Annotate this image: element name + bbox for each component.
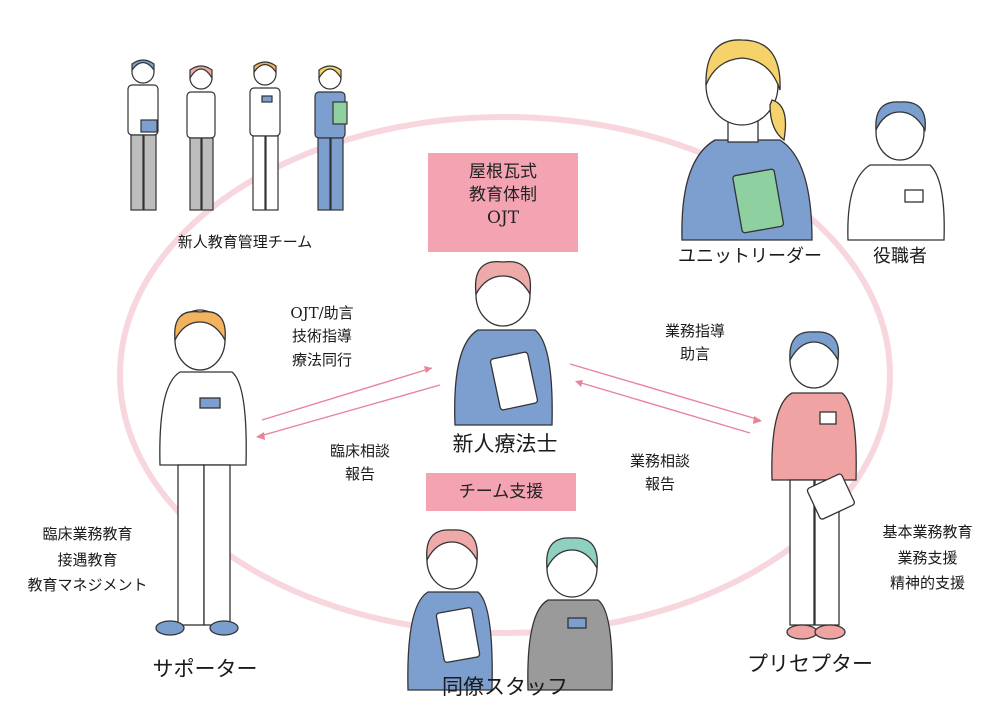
arrow-preceptor-to-center: [575, 380, 751, 434]
supporter-figure: [155, 309, 247, 636]
manager-figure-2: [186, 65, 216, 211]
arrow-center-to-preceptor: [569, 363, 762, 424]
manager-figure-1: [127, 59, 159, 211]
arrow-label-right-up: 業務指導 助言: [635, 320, 755, 367]
preceptor-figure: [771, 331, 857, 640]
arrow-label-left-down-1: 臨床相談: [329, 442, 390, 460]
unit-leader-label: ユニットリーダー: [678, 246, 822, 267]
management-team-label: 新人教育管理チーム: [177, 233, 313, 251]
new-therapist-label: 新人療法士: [452, 432, 558, 456]
arrow-supporter-to-center: [256, 384, 441, 440]
education-system-line-3: OJT: [486, 207, 520, 228]
new-therapist-figure: [454, 260, 553, 426]
colleague-figure-2: [527, 537, 613, 691]
arrow-label-left-up-3: 療法同行: [291, 350, 352, 369]
arrow-center-to-supporter: [261, 366, 433, 421]
arrow-label-left-down-2: 報告: [344, 465, 375, 484]
team-support-box: チーム支援: [426, 473, 576, 511]
supporter-role-1: 臨床業務教育: [42, 525, 133, 543]
arrow-label-left-up-2: 技術指導: [291, 327, 352, 346]
education-system-line-2: 教育体制: [469, 184, 537, 205]
supporter-role-3: 教育マネジメント: [27, 576, 148, 594]
preceptor-label: プリセプター: [747, 652, 873, 676]
education-system-box: 屋根瓦式 教育体制 OJT: [428, 153, 578, 252]
arrow-label-right-up-2: 助言: [679, 345, 710, 364]
unit-leader-figure: [681, 39, 813, 241]
team-ellipse: [117, 114, 893, 636]
arrow-label-left-up-1: OJT/助言: [290, 304, 354, 322]
preceptor-role-3: 精神的支援: [889, 574, 965, 592]
supporter-role-2: 接遇教育: [57, 550, 118, 569]
supporter-roles: 臨床業務教育 接遇教育 教育マネジメント: [0, 522, 175, 599]
colleague-figure-1: [407, 529, 493, 691]
manager-figure-4: [314, 65, 348, 211]
management-team-figures: [127, 59, 348, 211]
preceptor-role-1: 基本業務教育: [882, 523, 973, 541]
arrow-label-right-down-2: 報告: [644, 475, 675, 494]
team-support-label: チーム支援: [458, 482, 544, 502]
manager-figure-3: [249, 61, 281, 211]
executive-figure: [847, 101, 945, 241]
arrow-label-right-down-1: 業務相談: [629, 452, 690, 470]
arrow-label-right-down: 業務相談 報告: [600, 450, 720, 497]
preceptor-role-2: 業務支援: [897, 548, 958, 567]
education-system-line-1: 屋根瓦式: [469, 162, 537, 182]
arrow-label-left-up: OJT/助言 技術指導 療法同行: [262, 302, 382, 372]
arrow-label-right-up-1: 業務指導: [664, 322, 725, 340]
colleagues-label: 同僚スタッフ: [442, 675, 568, 699]
executive-label: 役職者: [873, 246, 927, 267]
arrow-label-left-down: 臨床相談 報告: [300, 440, 420, 487]
preceptor-roles: 基本業務教育 業務支援 精神的支援: [860, 520, 995, 597]
supporter-label: サポーター: [152, 657, 258, 681]
